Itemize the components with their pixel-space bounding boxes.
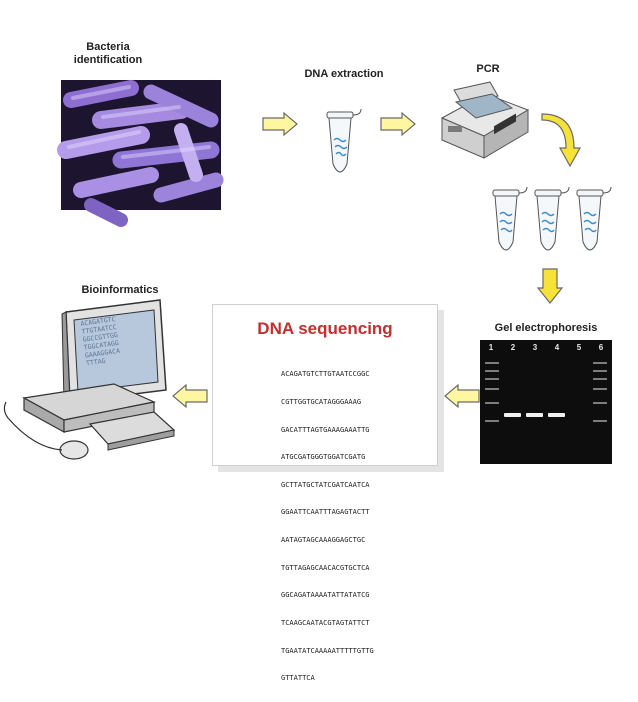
dna-sequencing-title: DNA sequencing xyxy=(257,319,393,338)
bacteria-identification-label: Bacteria identification xyxy=(73,41,143,66)
arrow-left-icon xyxy=(172,383,208,409)
gel-lane-label: 1 xyxy=(488,342,494,352)
computer-icon xyxy=(3,299,176,460)
tube-icon xyxy=(326,108,362,173)
pcr-machine-icon xyxy=(440,81,530,159)
sequence-line: ATGCGATGGGTGGATCGATG xyxy=(281,453,366,462)
dna-extraction-label: DNA extraction xyxy=(304,68,384,80)
sequence-line: GCTTATGCTATCGATCAATCA xyxy=(281,480,370,489)
gel-lane-label: 3 xyxy=(532,342,538,352)
sequence-line: ACAGATGTCTTGTAATCCGGC xyxy=(281,370,370,379)
gel-electrophoresis-label: Gel electrophoresis xyxy=(494,322,598,334)
gel-lane-numbers: 1 2 3 4 5 6 xyxy=(480,340,612,354)
sequence-line: TGAATATCAAAAATTTTTGTTG xyxy=(281,646,374,655)
screen-sequence-text: ACAGATGTC TTGTAATCC GGCCGTTGG TGGCATAGG … xyxy=(80,315,122,367)
gel-lane-label: 2 xyxy=(510,342,516,352)
sequence-line: GGCAGATAAAATATTATATCG xyxy=(281,591,370,600)
sequence-line: GGAATTCAATTTAGAGTACTT xyxy=(281,508,370,517)
arrow-left-icon xyxy=(444,383,480,409)
sequence-line: GTTATTCA xyxy=(281,674,315,683)
bacteria-image xyxy=(57,80,224,227)
gel-bands xyxy=(485,362,607,422)
sequence-line: TGTTAGAGCAACACGTGCTCA xyxy=(281,563,370,572)
bioinformatics-label: Bioinformatics xyxy=(81,284,159,296)
tubes-icon xyxy=(492,186,612,251)
arrow-right-icon xyxy=(262,111,298,137)
sequence-line: AATAGTAGCAAAGGAGCTGC xyxy=(281,536,366,545)
pcr-label: PCR xyxy=(476,63,500,75)
gel-lane-label: 5 xyxy=(576,342,582,352)
dna-sequencing-panel: DNA sequencing ACAGATGTCTTGTAATCCGGC CGT… xyxy=(212,304,438,682)
sequence-line: CGTTGGTGCATAGGGAAAG xyxy=(281,398,362,407)
gel-image: 1 2 3 4 5 6 xyxy=(480,340,612,464)
sequence-line: GACATTTAGTGAAAGAAATTG xyxy=(281,425,370,434)
curved-arrow-icon xyxy=(541,113,582,168)
sequence-line: TCAAGCAATACGTAGTATTCT xyxy=(281,618,370,627)
gel-lane-label: 4 xyxy=(554,342,560,352)
gel-lane-label: 6 xyxy=(598,342,604,352)
arrow-right-icon xyxy=(380,111,416,137)
arrow-down-icon xyxy=(536,268,564,304)
sequence-text: ACAGATGTCTTGTAATCCGGC CGTTGGTGCATAGGGAAA… xyxy=(281,352,374,702)
